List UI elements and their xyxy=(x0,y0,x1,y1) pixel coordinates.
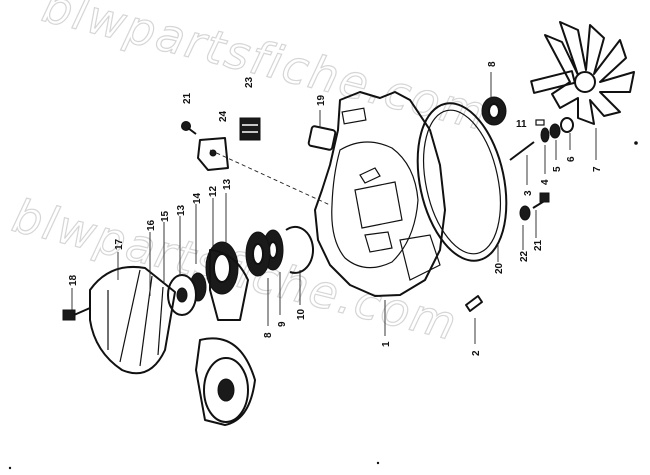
callout-24: 24 xyxy=(218,110,229,122)
part-bearing-upper xyxy=(481,96,507,126)
callouts: 1 2 3 4 5 6 7 8 8 9 10 11 12 13 13 14 15… xyxy=(68,61,603,356)
part-belt-pulley-lower xyxy=(195,337,256,426)
callout-6: 6 xyxy=(566,156,577,162)
part-terminal-block xyxy=(239,117,261,141)
callout-20: 20 xyxy=(494,262,505,274)
callout-19: 19 xyxy=(316,94,327,106)
stray-marks xyxy=(8,141,638,470)
callout-7: 7 xyxy=(592,166,603,172)
watermark: blwpartsfiche.com blwpartsfiche.com xyxy=(7,0,494,352)
part-bolt-lower xyxy=(519,192,550,221)
callout-11: 11 xyxy=(516,119,527,130)
part-cover-plate xyxy=(307,125,337,151)
part-fan xyxy=(530,21,635,125)
callout-15: 15 xyxy=(160,210,171,222)
watermark-text-top: blwpartsfiche.com xyxy=(37,0,493,141)
callout-8-upper: 8 xyxy=(487,61,498,67)
part-key xyxy=(535,119,545,126)
part-pulley-belt xyxy=(189,241,249,321)
part-bolt-shroud xyxy=(62,307,91,321)
callout-2: 2 xyxy=(471,350,482,356)
callout-21-upper: 21 xyxy=(182,92,193,104)
part-gasket xyxy=(416,102,508,262)
part-shroud xyxy=(89,266,176,375)
callout-14: 14 xyxy=(192,192,203,204)
callout-4: 4 xyxy=(540,179,551,185)
part-pin xyxy=(465,295,483,312)
callout-10: 10 xyxy=(296,308,307,320)
callout-12: 12 xyxy=(208,185,219,197)
callout-5: 5 xyxy=(552,166,563,172)
callout-18: 18 xyxy=(68,274,79,286)
part-pulley-face xyxy=(167,274,197,316)
callout-21-lower: 21 xyxy=(533,239,544,251)
callout-13-upper: 13 xyxy=(222,178,233,190)
part-bearing-lower xyxy=(245,231,271,277)
callout-17: 17 xyxy=(114,238,125,250)
callout-22: 22 xyxy=(519,250,530,262)
callout-16: 16 xyxy=(146,219,157,231)
callout-8-lower: 8 xyxy=(263,332,274,338)
callout-9: 9 xyxy=(277,321,288,327)
callout-13-lower: 13 xyxy=(176,204,187,216)
leader-lines xyxy=(71,72,597,344)
part-housing xyxy=(314,91,446,297)
callout-23: 23 xyxy=(244,76,255,88)
part-bracket xyxy=(197,137,229,171)
callout-1: 1 xyxy=(381,341,392,347)
callout-3: 3 xyxy=(523,190,534,196)
part-shaft-assembly xyxy=(509,117,574,161)
part-screw-upper xyxy=(181,121,197,135)
